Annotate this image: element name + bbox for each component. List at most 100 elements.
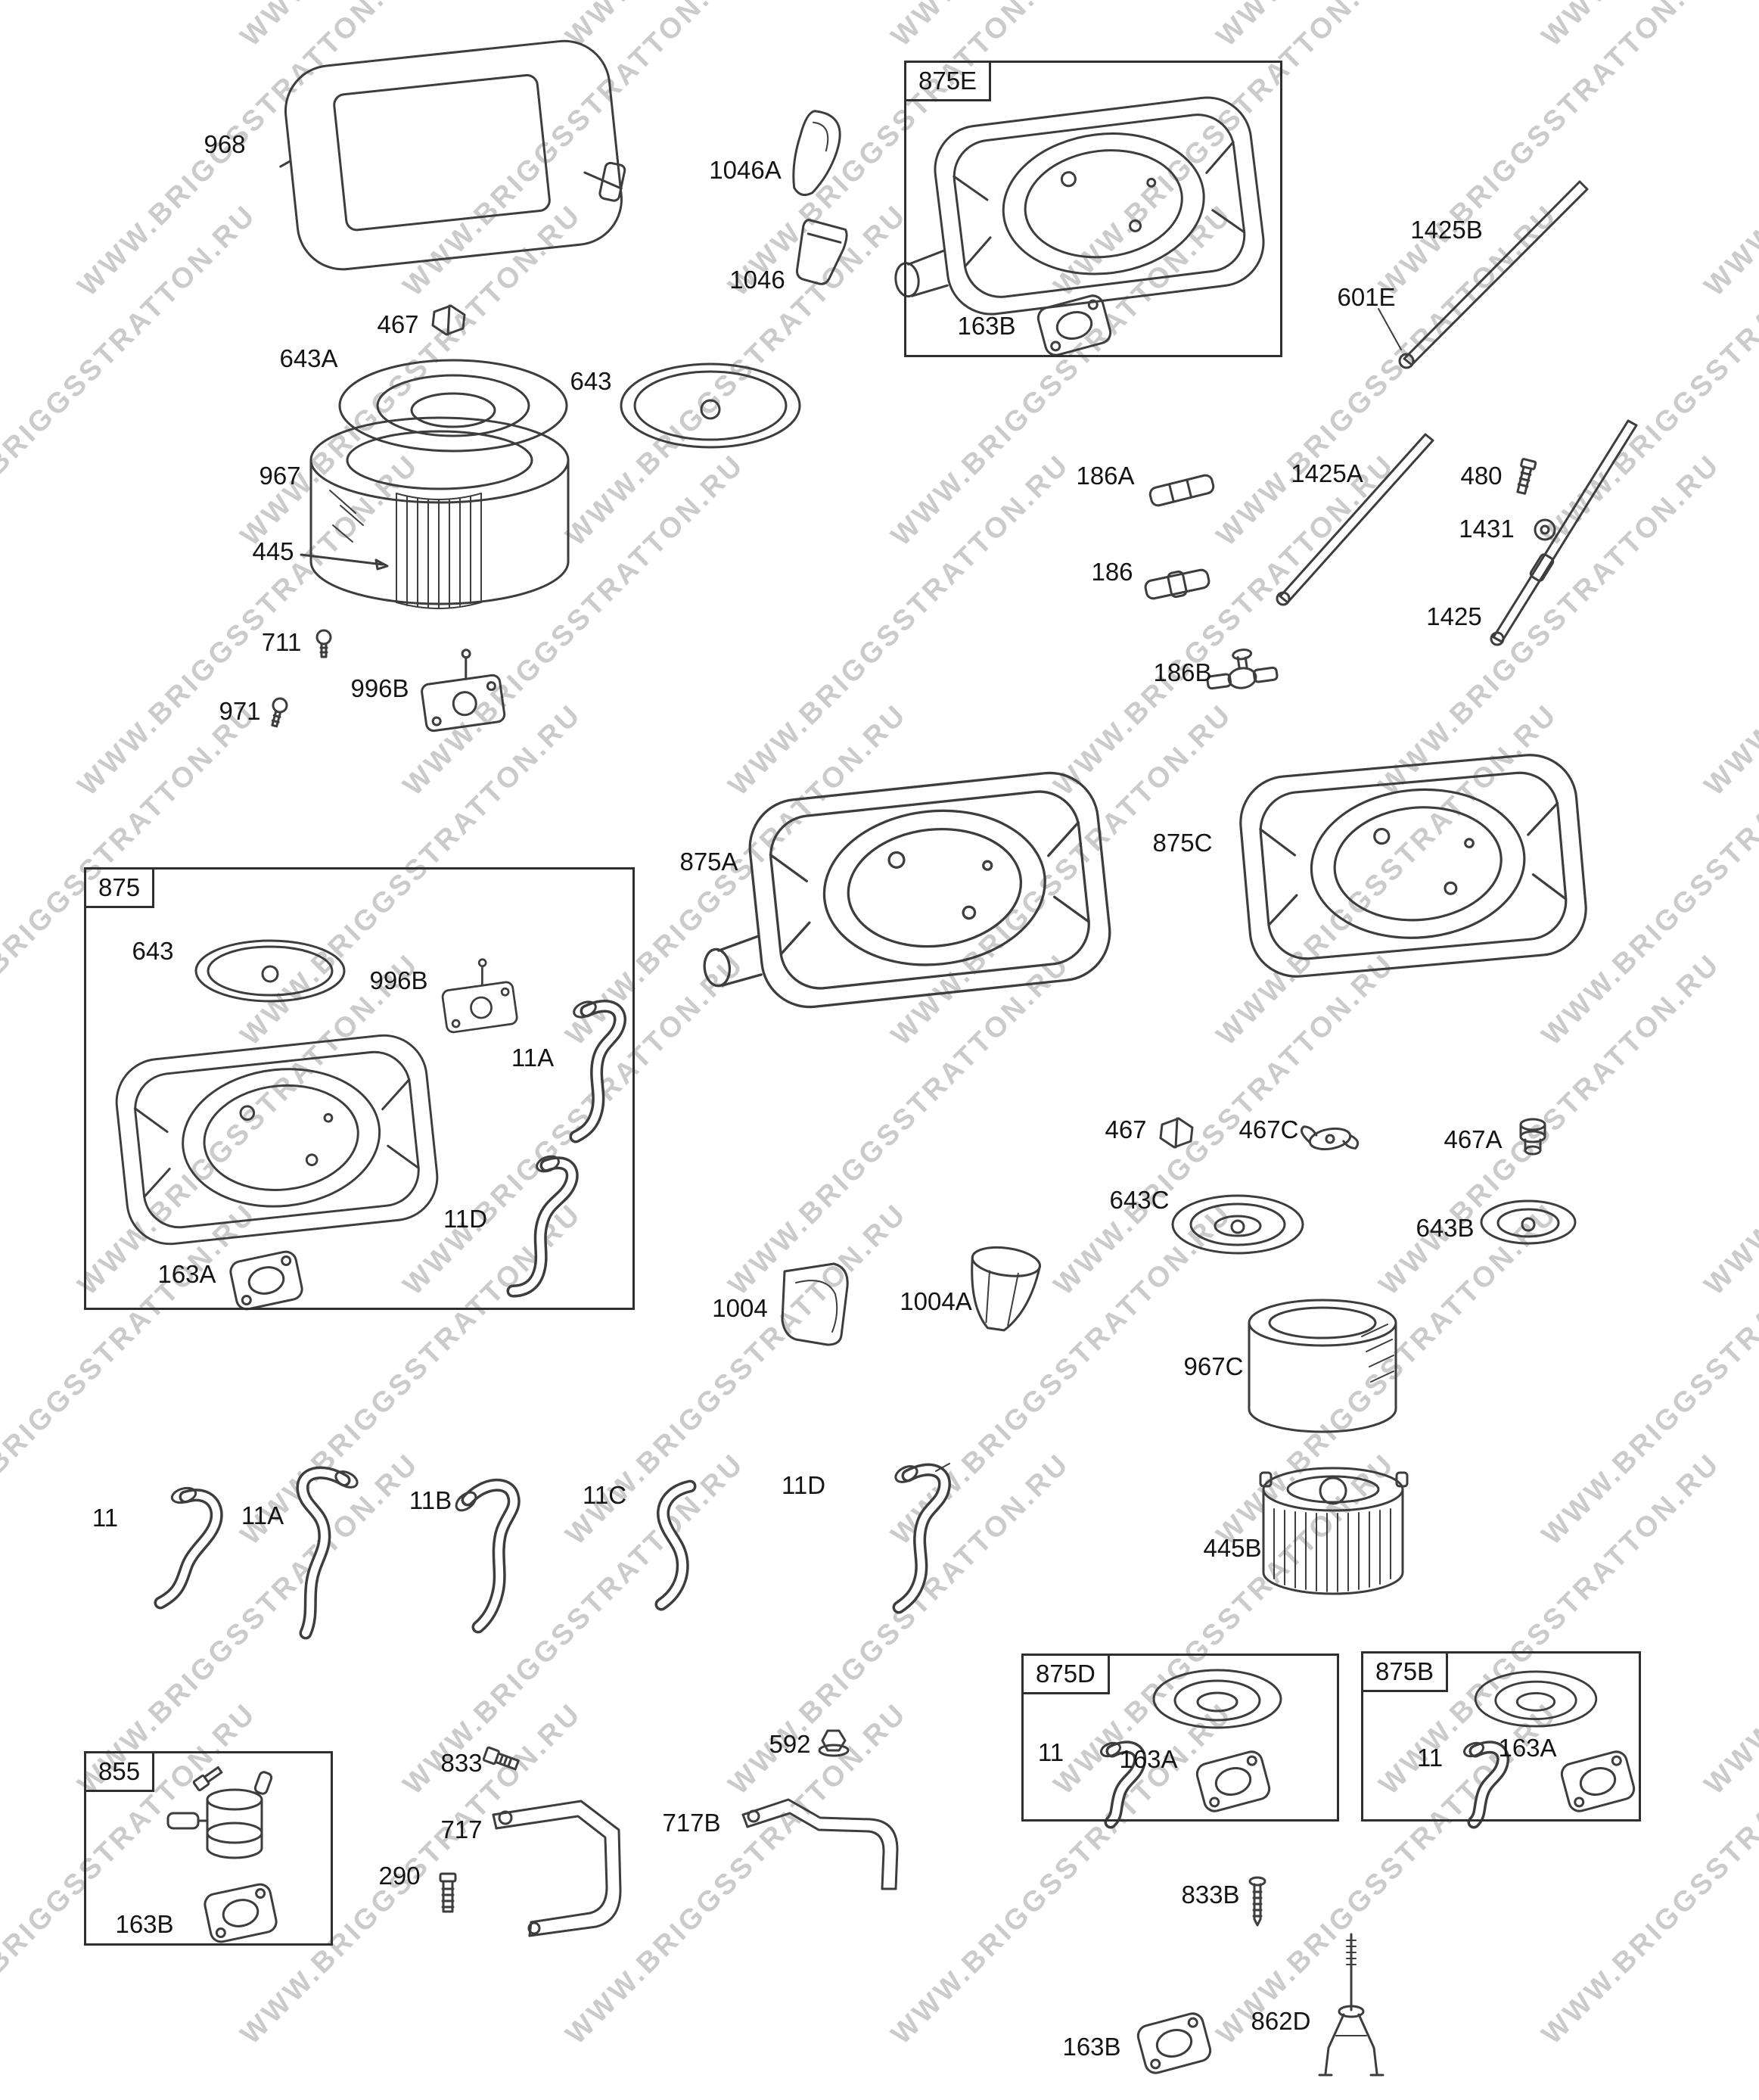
- part-label-11A-row: 11A: [241, 1501, 284, 1529]
- part-label-163B-875E: 163B: [957, 312, 1016, 340]
- part-drawing-875C-pan: [1235, 750, 1591, 982]
- part-label-643: 643: [570, 367, 612, 395]
- part-label-290: 290: [378, 1862, 421, 1890]
- part-drawing-971: [271, 697, 288, 728]
- part-label-643B: 643B: [1416, 1214, 1475, 1242]
- part-drawing-1046: [796, 218, 848, 285]
- part-drawing-11C-hose: [654, 1479, 697, 1611]
- part-label-186: 186: [1091, 558, 1133, 586]
- part-drawing-833: [482, 1746, 520, 1771]
- part-label-11B: 11B: [409, 1486, 452, 1514]
- part-label-1004A: 1004A: [900, 1287, 972, 1315]
- part-drawing-717: [492, 1800, 622, 1937]
- part-drawing-643: [620, 362, 801, 449]
- part-drawing-186B: [1206, 649, 1279, 690]
- part-label-1425: 1425: [1426, 602, 1482, 630]
- part-drawing-445: [300, 493, 482, 609]
- part-label-11-875D: 11: [1037, 1738, 1064, 1766]
- part-label-711: 711: [261, 628, 302, 656]
- part-label-11C: 11C: [582, 1481, 627, 1509]
- group-box-855: 855: [84, 1751, 333, 1946]
- part-drawing-643-box: [194, 939, 346, 1003]
- part-label-862D: 862D: [1251, 2007, 1311, 2035]
- part-label-467: 467: [377, 310, 419, 338]
- part-drawing-163B-bottom: [1134, 2010, 1214, 2077]
- part-drawing-643C: [1171, 1194, 1304, 1255]
- part-drawing-1004: [781, 1262, 849, 1346]
- group-box-label-875B: 875B: [1361, 1651, 1449, 1692]
- part-drawing-1425A: [1276, 433, 1434, 606]
- group-box-875B: 875B: [1361, 1651, 1641, 1822]
- part-label-1046: 1046: [729, 266, 785, 294]
- part-label-163A-875B: 163A: [1498, 1734, 1557, 1762]
- part-drawing-11D-hose-box: [506, 1155, 579, 1298]
- part-label-592: 592: [769, 1730, 811, 1758]
- part-label-11A-box: 11A: [511, 1044, 555, 1072]
- part-drawing-11A-hose-box: [569, 1000, 626, 1143]
- part-label-967C: 967C: [1183, 1352, 1244, 1380]
- part-label-1431: 1431: [1459, 515, 1515, 543]
- part-drawing-467: [431, 304, 466, 336]
- part-label-875C: 875C: [1152, 829, 1213, 857]
- part-label-11-875B: 11: [1416, 1744, 1444, 1772]
- part-drawing-467-2: [1159, 1117, 1194, 1149]
- part-drawing-11D-hose: [892, 1463, 951, 1614]
- part-drawing-11A-hose: [296, 1466, 359, 1640]
- part-drawing-290: [439, 1872, 457, 1913]
- part-label-968: 968: [204, 130, 246, 158]
- part-label-971: 971: [219, 697, 261, 725]
- part-label-601E: 601E: [1337, 283, 1396, 311]
- part-label-163B-bottom: 163B: [1062, 2033, 1121, 2061]
- part-drawing-717B: [741, 1798, 899, 1890]
- part-drawing-643B: [1480, 1199, 1577, 1245]
- part-drawing-1425B: [1378, 180, 1589, 369]
- part-drawing-996B: [415, 644, 507, 733]
- part-drawing-1431: [1534, 518, 1556, 541]
- part-drawing-875A-pan: [744, 767, 1116, 1013]
- part-drawing-445B: [1259, 1467, 1409, 1595]
- part-drawing-467A: [1519, 1118, 1546, 1156]
- part-drawing-11B-hose: [455, 1479, 521, 1634]
- part-drawing-855-valve: [166, 1766, 273, 1859]
- group-box-875E: 875E: [904, 61, 1282, 357]
- part-drawing-467C: [1300, 1125, 1360, 1151]
- part-label-467A: 467A: [1444, 1125, 1503, 1153]
- part-label-1046A: 1046A: [709, 156, 782, 184]
- part-drawing-186: [1144, 568, 1210, 600]
- part-label-643C: 643C: [1109, 1186, 1170, 1214]
- part-drawing-833B: [1248, 1876, 1266, 1927]
- part-label-163A-box: 163A: [157, 1260, 216, 1288]
- part-label-833B: 833B: [1181, 1881, 1240, 1909]
- part-drawing-967C: [1248, 1299, 1397, 1433]
- part-drawing-11-hose-875D: [1099, 1741, 1147, 1829]
- part-label-996B: 996B: [350, 674, 409, 702]
- part-drawing-11-hose-875B: [1462, 1741, 1510, 1829]
- part-drawing-1425: [1490, 419, 1638, 646]
- part-label-643-box: 643: [132, 937, 174, 965]
- part-label-11D-row: 11D: [781, 1471, 826, 1499]
- part-drawing-592: [818, 1729, 850, 1757]
- part-label-833: 833: [440, 1749, 483, 1777]
- part-drawing-968: [279, 39, 626, 271]
- part-drawing-480: [1516, 458, 1537, 495]
- part-label-163B-855: 163B: [115, 1910, 174, 1938]
- group-box-label-875: 875: [84, 867, 155, 908]
- part-label-717B: 717B: [662, 1809, 721, 1837]
- part-label-1425B: 1425B: [1410, 216, 1483, 244]
- part-drawing-1046A: [792, 110, 841, 197]
- part-label-11D-box: 11D: [443, 1205, 488, 1233]
- part-label-1004: 1004: [712, 1294, 768, 1322]
- part-label-186B: 186B: [1153, 658, 1212, 686]
- part-label-643A: 643A: [279, 344, 338, 372]
- part-label-467-2: 467: [1105, 1115, 1147, 1143]
- part-label-467C: 467C: [1238, 1115, 1299, 1143]
- part-drawing-875A-spout: [701, 935, 763, 988]
- group-box-875: 875: [84, 867, 635, 1310]
- group-box-label-875E: 875E: [904, 61, 992, 101]
- group-box-875D: 875D: [1021, 1654, 1339, 1822]
- part-label-717: 717: [440, 1815, 483, 1843]
- part-drawing-711: [315, 629, 332, 658]
- part-label-11: 11: [92, 1504, 119, 1532]
